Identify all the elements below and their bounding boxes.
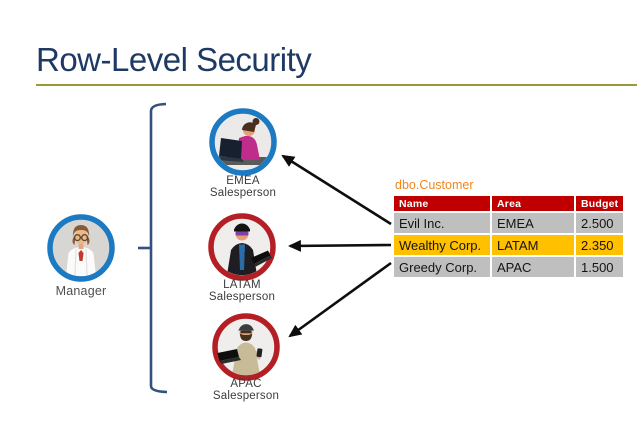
table-cell-name: Greedy Corp. bbox=[394, 257, 490, 277]
phone-icon bbox=[256, 348, 263, 358]
table-cell-area: EMEA bbox=[492, 213, 574, 233]
glasses-icon bbox=[240, 330, 252, 334]
latam-role: Salesperson bbox=[208, 290, 276, 303]
title-underline bbox=[36, 84, 637, 86]
apac-salesperson-label: APAC Salesperson bbox=[186, 378, 306, 402]
sunglasses-icon bbox=[235, 231, 249, 236]
arrow-greedy-to-apac bbox=[288, 261, 392, 338]
manager-avatar-icon bbox=[47, 214, 115, 282]
page-title: Row-Level Security bbox=[36, 41, 312, 78]
customer-table: Name Area Budget Evil Inc. EMEA 2.500 We… bbox=[394, 196, 623, 277]
column-header-budget: Budget bbox=[576, 196, 623, 211]
latam-salesperson-avatar bbox=[207, 212, 277, 282]
apac-region: APAC bbox=[230, 378, 262, 390]
table-cell-name: Wealthy Corp. bbox=[394, 235, 490, 255]
manager-label: Manager bbox=[55, 284, 107, 298]
latam-salesperson-label: LATAM Salesperson bbox=[182, 279, 302, 303]
latam-region: LATAM bbox=[223, 279, 261, 291]
customer-table-block: dbo.Customer Name Area Budget Evil Inc. … bbox=[394, 179, 625, 277]
emea-region: EMEA bbox=[226, 175, 260, 187]
table-cell-area: APAC bbox=[492, 257, 574, 277]
table-cell-budget: 2.350 bbox=[576, 235, 623, 255]
column-header-name: Name bbox=[394, 196, 490, 211]
table-cell-budget: 1.500 bbox=[576, 257, 623, 277]
apac-salesperson-avatar-icon bbox=[212, 313, 280, 381]
table-title: dbo.Customer bbox=[395, 178, 474, 192]
column-header-area: Area bbox=[492, 196, 574, 211]
apac-salesperson-avatar bbox=[211, 312, 281, 382]
glasses-icon bbox=[73, 234, 89, 242]
arrow-wealthy-to-latam bbox=[287, 239, 392, 252]
emea-salesperson-avatar bbox=[208, 107, 278, 177]
table-cell-name: Evil Inc. bbox=[394, 213, 490, 233]
laptop-icon bbox=[251, 250, 272, 267]
emea-role: Salesperson bbox=[209, 186, 277, 199]
apac-role: Salesperson bbox=[212, 389, 280, 402]
table-cell-area: LATAM bbox=[492, 235, 574, 255]
laptop-icon bbox=[217, 138, 244, 162]
emea-salesperson-label: EMEA Salesperson bbox=[183, 175, 303, 199]
table-cell-budget: 2.500 bbox=[576, 213, 623, 233]
manager-avatar bbox=[46, 213, 116, 283]
manager-brace bbox=[138, 102, 168, 394]
latam-salesperson-avatar-icon bbox=[208, 213, 276, 281]
laptop-icon bbox=[217, 349, 241, 364]
emea-salesperson-avatar-icon bbox=[209, 108, 277, 176]
